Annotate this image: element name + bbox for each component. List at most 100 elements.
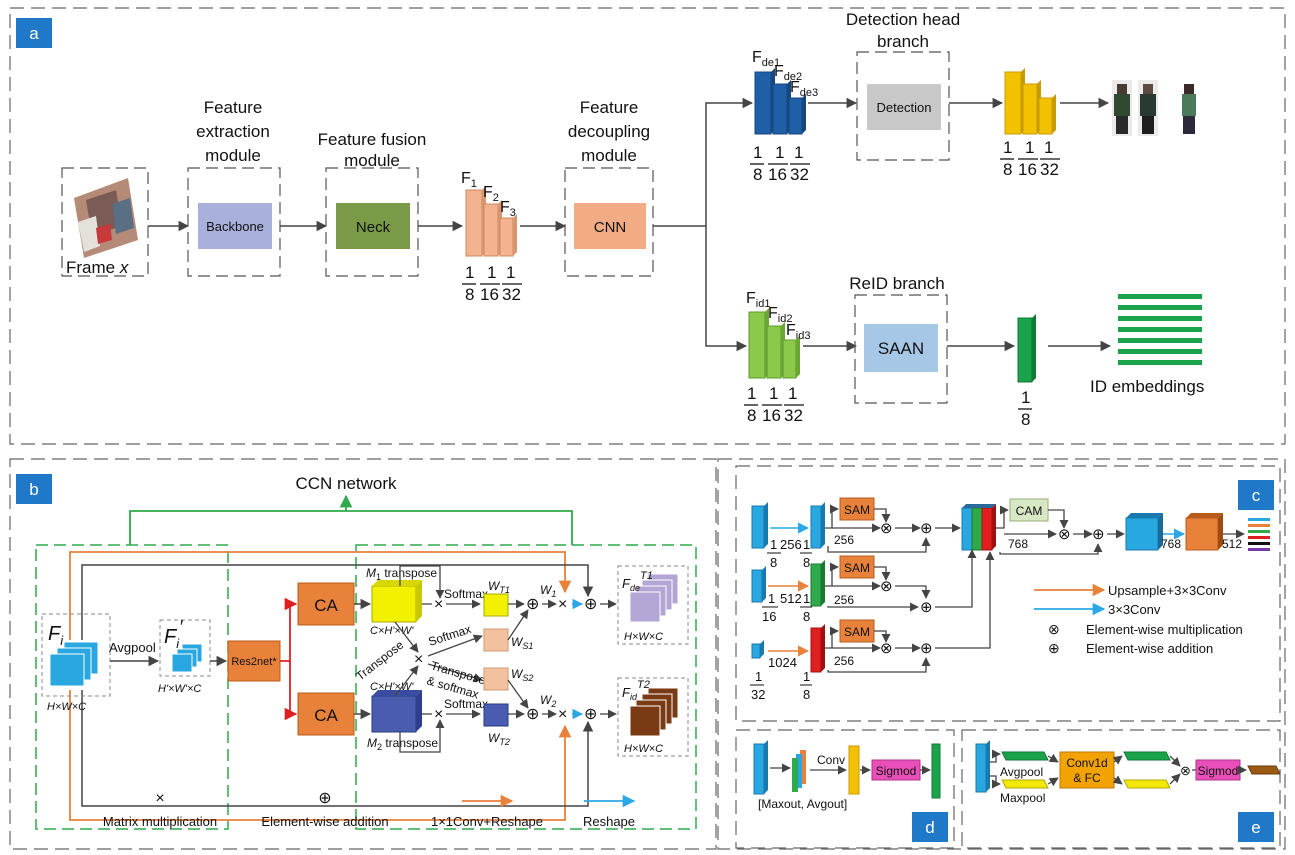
c-row3-fraction: 1 32 1024 1 8 [750, 655, 812, 702]
c-row2-mult-to-add [895, 585, 931, 599]
fid3-label: Fid3 [786, 322, 810, 342]
wt2-block [483, 703, 509, 727]
svg-text:1024: 1024 [768, 655, 797, 670]
c-row1-fraction: 1 8 256 1 8 [767, 537, 812, 570]
svg-text:1: 1 [803, 591, 810, 606]
fde3-label: Fde3 [790, 79, 818, 99]
id-embedding-bars [1118, 294, 1202, 365]
c-legend-mult: Element-wise multiplication [1086, 622, 1243, 637]
ws2-block [483, 667, 509, 691]
e-bottom-bar [1123, 779, 1171, 789]
neck-dashed-box [325, 167, 419, 277]
c-row3-to-concat [935, 551, 995, 649]
m2-transpose-label: M2 transpose [367, 736, 438, 752]
f3-label: F3 [500, 199, 516, 219]
d-sigmod-label: Sigmod [876, 764, 917, 778]
reid-branch-label: ReID branch [849, 274, 944, 293]
c-row2-sam-to-mult [874, 566, 891, 581]
svg-text:8: 8 [465, 285, 474, 304]
green-dashed-left [35, 544, 229, 830]
c-row2-skip [827, 602, 919, 612]
svg-text:1: 1 [753, 143, 762, 162]
transpose-softmax-arrow [427, 663, 483, 683]
fid-feature-maps [748, 308, 800, 379]
c-row1-mult: ⊗ [880, 520, 893, 537]
m1-block [371, 580, 422, 623]
c-concat-skip [999, 543, 1103, 555]
c-row1-256: 256 [834, 533, 854, 547]
svg-text:8: 8 [747, 406, 756, 425]
cnn-block [574, 203, 646, 249]
e-conv1d-label-2: & FC [1073, 771, 1101, 785]
backbone-block [198, 203, 272, 249]
w1-label: W1 [540, 583, 556, 599]
id-output-map [1017, 314, 1036, 383]
softmax-mid-arrow [427, 634, 483, 657]
c-row2-input [751, 566, 766, 603]
c-embedding-lines [1248, 518, 1270, 551]
c-cam-label: CAM [1016, 504, 1043, 518]
m1-transpose-loop [399, 565, 445, 599]
c-out-blue [1125, 513, 1163, 551]
d-input [753, 740, 768, 795]
c-row3-sam-label: SAM [844, 625, 870, 639]
saan-dashed-box [854, 294, 948, 404]
c-row1-sam-label: SAM [844, 503, 870, 517]
res2net-label: Res2net* [231, 656, 277, 668]
ws2-to-add [507, 679, 529, 709]
legend-times-symbol: × [155, 790, 164, 807]
f1-label: F1 [461, 170, 477, 190]
svg-text:8: 8 [770, 555, 777, 570]
f2-label: F2 [483, 184, 499, 204]
svg-text:16: 16 [762, 609, 776, 624]
svg-text:1: 1 [794, 143, 803, 162]
feature-fusion-label-2: module [344, 151, 400, 170]
panel-b-border [9, 458, 717, 850]
panel-e-tag-label: e [1251, 818, 1260, 837]
fid-t2-dims: H×W×C [624, 743, 663, 755]
arrow-to-reid [705, 226, 748, 352]
c-concat-to-cam [996, 505, 1009, 529]
detection-head-label-2: branch [877, 32, 929, 51]
svg-text:1: 1 [788, 384, 797, 403]
w2-label: W2 [540, 693, 556, 709]
fid-t2-label: FidT2 [622, 679, 650, 702]
black-skip-top [81, 564, 594, 640]
c-legend-mult-symbol: ⊗ [1048, 621, 1060, 637]
backbone-dashed-box [187, 167, 281, 277]
id-embeddings-label: ID embeddings [1090, 377, 1204, 396]
legend-reshape: Reshape [583, 814, 635, 829]
e-to-maxpool [990, 775, 1001, 789]
c-row3-to-sam [825, 626, 839, 649]
panel-d-tag [912, 812, 948, 842]
svg-text:32: 32 [751, 687, 765, 702]
detection-label: Detection [877, 100, 932, 115]
arrow-m2-mid [394, 665, 419, 697]
fi-prime-label: Fi′ [164, 617, 183, 651]
det-output-maps [1004, 68, 1056, 135]
c-row1-skip [827, 537, 931, 553]
green-dashed-right [355, 544, 697, 830]
c-row3-skip [827, 657, 931, 673]
e-to-avgpool [990, 749, 1001, 763]
svg-text:1: 1 [1025, 138, 1034, 157]
add-final-top: ⊕ [584, 596, 597, 613]
svg-text:1: 1 [1044, 138, 1053, 157]
c-cam-to-mult [1048, 509, 1069, 529]
panel-d-border [735, 729, 955, 849]
fi-prime-stack [171, 643, 203, 673]
c-row1-mid [810, 502, 825, 549]
feature-decoupling-label-1: Feature [580, 98, 639, 117]
fid-t2-dashed-box [617, 677, 689, 757]
c-row2-to-sam [825, 562, 839, 587]
svg-text:32: 32 [502, 285, 521, 304]
e-avg-bar [1001, 751, 1049, 761]
feature-extraction-label-3: module [205, 146, 261, 165]
e-conv-to-top [1112, 755, 1123, 765]
orange-skip-bottom [69, 690, 572, 821]
d-pooled [792, 750, 806, 792]
panel-c-border [735, 465, 1281, 722]
saan-block [864, 324, 938, 372]
svg-text:1: 1 [465, 263, 474, 282]
c-row2-mid [810, 560, 825, 607]
